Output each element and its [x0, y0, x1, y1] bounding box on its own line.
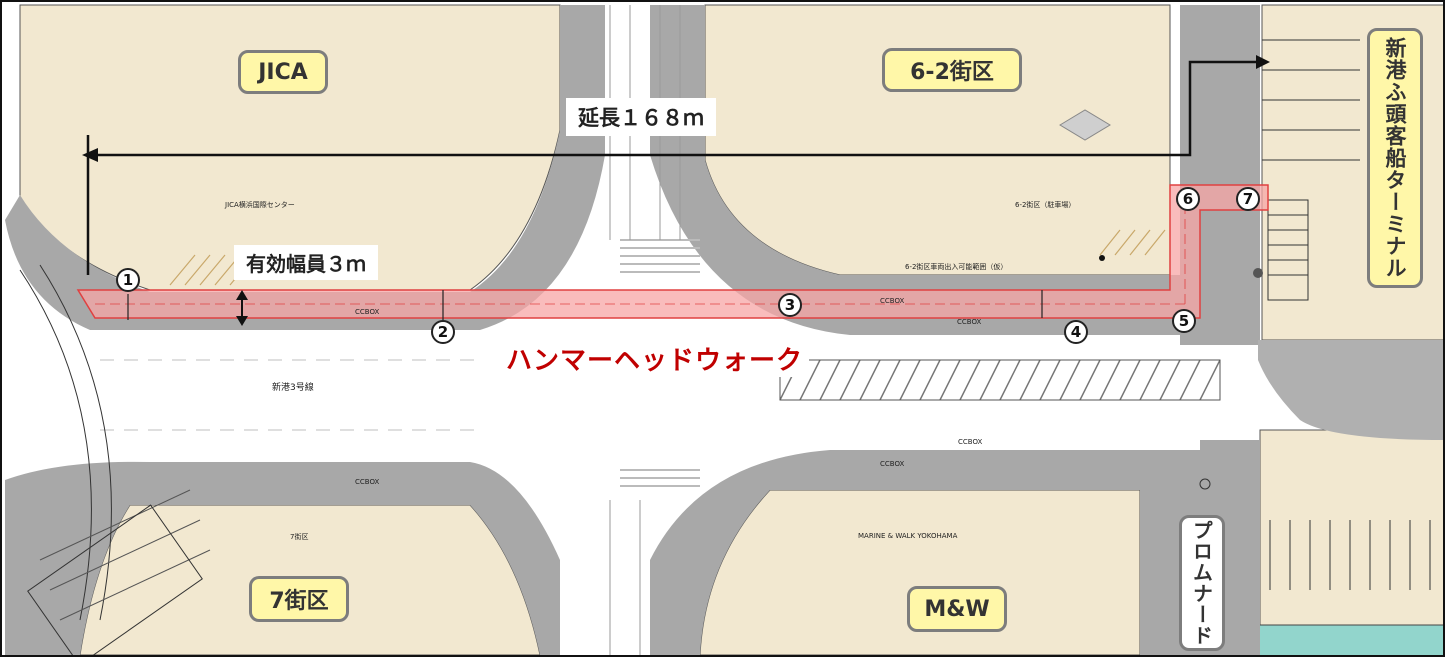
district-6-2-label: 6-2街区 — [882, 48, 1022, 92]
d62-parking-text: 6-2街区（駐車場） — [1015, 201, 1076, 209]
d7-small-text: 7街区 — [290, 533, 309, 541]
marker-5: 5 — [1172, 309, 1196, 333]
block-6-2 — [704, 4, 1171, 276]
lower-right-block — [1259, 429, 1445, 656]
marker-3: 3 — [778, 293, 802, 317]
terminal-label: 新港ふ頭客船ターミナル — [1367, 28, 1423, 288]
ccbox-text: CCBOX — [880, 460, 905, 468]
water — [1257, 624, 1445, 657]
road-name-text: 新港3号線 — [272, 383, 314, 393]
promenade-label: プロムナード — [1179, 515, 1225, 651]
ccbox-text: CCBOX — [957, 318, 982, 326]
marker-4: 4 — [1064, 320, 1088, 344]
d62-entrance-text: 6-2街区車両出入可能範囲（仮） — [905, 263, 1008, 271]
ccbox-text: CCBOX — [355, 308, 380, 316]
mw-label: M&W — [907, 586, 1007, 632]
hammerhead-walk-title: ハンマーヘッドウォーク — [500, 340, 810, 377]
ccbox-text: CCBOX — [355, 478, 380, 486]
marker-7: 7 — [1236, 187, 1260, 211]
marker-6: 6 — [1176, 187, 1200, 211]
jica-label: JICA — [238, 50, 328, 94]
ccbox-text: CCBOX — [880, 297, 905, 305]
district-7-label: 7街区 — [249, 576, 349, 622]
mw-small-text: MARINE & WALK YOKOHAMA — [858, 532, 958, 540]
jica-center-text: JICA横浜国際センター — [225, 201, 295, 209]
marker-2: 2 — [431, 320, 455, 344]
hammerhead-walk-path — [76, 184, 1269, 319]
width-annotation: 有効幅員３ｍ — [234, 245, 378, 280]
ccbox-text: CCBOX — [958, 438, 983, 446]
marker-1: 1 — [116, 268, 140, 292]
length-annotation: 延長１６８ｍ — [566, 98, 716, 136]
